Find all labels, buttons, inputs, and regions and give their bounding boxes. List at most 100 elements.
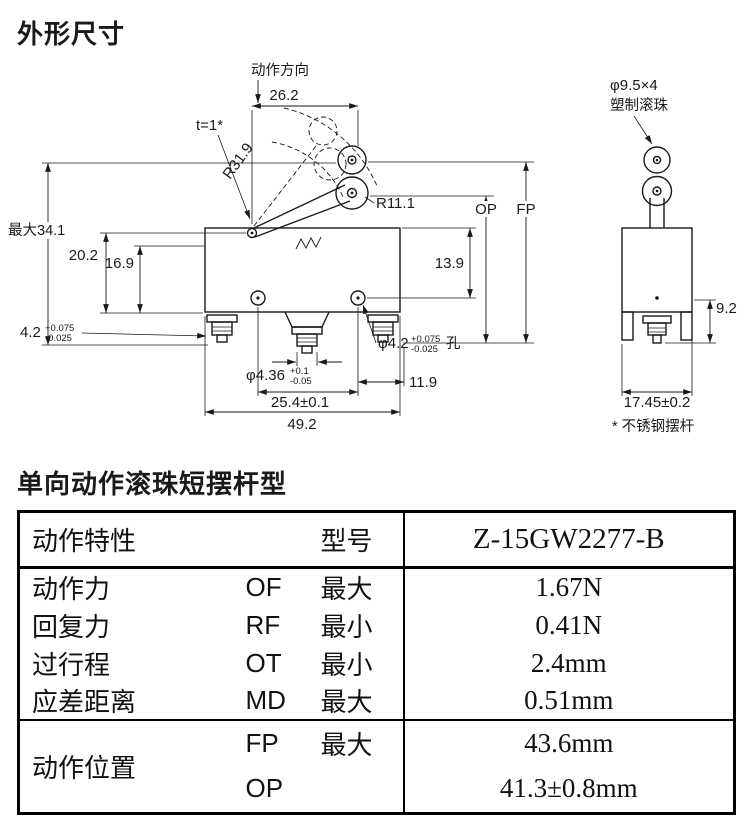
dimension-drawing: 动作方向 26.2 t=1* R31.9 R11.1 最大34.1	[6, 62, 737, 435]
side-hole-center	[655, 296, 659, 300]
cell-qualifier: 最小	[320, 611, 373, 642]
r11-1-leader	[364, 196, 375, 204]
header-characteristics: 动作特性	[18, 511, 309, 569]
footnote: * 不锈钢摆杆	[612, 418, 694, 435]
cell-qualifier: 最大	[320, 574, 373, 604]
side-roller	[643, 146, 671, 174]
dim-16-9-label: 16.9	[105, 255, 134, 272]
side-terminal	[642, 315, 672, 344]
section-title: 单向动作滚珠短摆杆型	[17, 469, 288, 499]
table-row-op: OP 41.3±0.8mm	[19, 765, 735, 813]
roller	[337, 145, 367, 175]
dim-plunger-tol-plus: +0.1	[290, 366, 309, 377]
cell-label-position: 动作位置	[18, 719, 234, 813]
mounting-hole-left	[250, 290, 266, 306]
front-view	[204, 107, 401, 354]
dim-max-34-1-label: 最大34.1	[8, 222, 65, 239]
cell-code: FP	[233, 719, 309, 765]
lever-pivot-pin	[246, 227, 258, 239]
cell-value: 1.67N	[402, 567, 735, 606]
t1-leader	[217, 134, 251, 220]
roller-note-leader	[633, 115, 653, 145]
side-body	[621, 227, 693, 313]
dim-11-9-label: 11.9	[409, 374, 437, 391]
cell-value: 43.6mm	[402, 719, 735, 765]
cell-label: 过行程	[32, 649, 111, 680]
side-leg-left	[621, 311, 634, 341]
dim-hole-tol-minus: -0.025	[411, 344, 438, 355]
hole-center-left	[256, 296, 260, 300]
direction-label: 动作方向	[251, 62, 309, 79]
lever-alt-position	[253, 145, 317, 227]
cell-label: 回复力	[32, 611, 111, 642]
dim-hole-suffix: 孔	[446, 335, 461, 352]
roller-material-label: 塑制滚珠	[610, 97, 668, 114]
dim-r31-9-label: R31.9	[219, 140, 256, 182]
slot-leader	[81, 332, 207, 339]
dim-hole-tol-plus: +0.075	[411, 334, 440, 345]
switch-body	[204, 227, 401, 313]
mounting-hole-right	[350, 290, 366, 306]
dim-17-45-label: 17.45±0.2	[624, 394, 691, 411]
pivot-center	[250, 231, 254, 235]
terminal-center	[291, 326, 323, 354]
header-model-value: Z-15GW2277-B	[402, 511, 735, 569]
dim-plunger-tol-minus: -0.05	[290, 376, 312, 387]
roller-alt-position	[308, 116, 338, 146]
dim-fp-label: FP	[516, 201, 535, 218]
plunger-tab	[284, 311, 330, 328]
dim-slot-tol-plus: +0.075	[45, 323, 74, 334]
roller-center	[350, 158, 354, 162]
hole-center-right	[356, 296, 360, 300]
dim-9-2-label: 9.2	[716, 300, 737, 317]
dim-op-label: OP	[475, 201, 497, 218]
side-view: φ9.5×4 塑制滚珠 9.2 17.45±0.2 * 不锈钢摆杆	[610, 77, 737, 435]
cell-value: 0.51mm	[402, 682, 735, 720]
dim-25-4-label: 25.4±0.1	[271, 394, 329, 411]
cell-label: 动作力	[32, 574, 111, 604]
cell-value: 0.41N	[402, 606, 735, 644]
dim-hole-label: φ4.2	[378, 335, 409, 352]
table-row-rf: 回复力 RF 最小 0.41N	[19, 606, 735, 644]
roller-pivot-alt-position	[313, 147, 347, 181]
spring	[295, 236, 322, 250]
cell-value: 2.4mm	[402, 644, 735, 682]
dim-plunger-label: φ4.36	[246, 367, 285, 384]
table-header-row: 动作特性 型号 Z-15GW2277-B	[18, 511, 735, 569]
cell-label: 应差距离	[32, 687, 137, 717]
cell-value: 41.3±0.8mm	[402, 765, 735, 813]
table-row-of: 动作力 OF 最大 1.67N	[19, 567, 735, 606]
dim-slot-label: 4.2	[20, 324, 41, 341]
side-roller-pivot	[641, 175, 673, 207]
hole-leader	[362, 304, 377, 344]
cell-code: RF	[245, 609, 281, 640]
roller-pivot-hub	[346, 187, 358, 199]
cell-qualifier: 最大	[308, 719, 404, 765]
spec-table: 动作特性 型号 Z-15GW2277-B 动作力 OF 最大 1.67N 回复力…	[17, 510, 737, 815]
lever-bottom-edge	[254, 200, 351, 238]
cell-code: OF	[245, 572, 282, 602]
cell-qualifier: 最大	[320, 687, 373, 717]
dim-t1-label: t=1*	[196, 117, 223, 134]
dim-49-2-label: 49.2	[287, 416, 316, 433]
roller-hub	[347, 155, 357, 165]
side-leg-right	[680, 311, 693, 341]
terminal-left	[206, 314, 238, 343]
dim-26-2-label: 26.2	[269, 87, 298, 104]
roller-pivot-center	[350, 191, 354, 195]
dim-slot-tol-minus: -0.025	[45, 333, 72, 344]
table-row-md: 应差距离 MD 最大 0.51mm	[19, 682, 735, 720]
front-dimensions: 动作方向 26.2 t=1* R31.9 R11.1 最大34.1	[6, 62, 541, 433]
cell-qualifier	[309, 765, 404, 813]
table-row-ot: 过行程 OT 最小 2.4mm	[19, 644, 735, 682]
motion-arc-inner	[271, 141, 345, 200]
roller-dia-label: φ9.5×4	[610, 77, 658, 94]
header-model-label: 型号	[308, 511, 404, 569]
dim-r11-1-label: R11.1	[376, 195, 415, 212]
page-title: 外形尺寸	[17, 19, 126, 49]
dim-20-2-label: 20.2	[69, 247, 98, 264]
cell-qualifier: 最小	[320, 649, 373, 680]
table-row-fp: 动作位置 FP 最大 43.6mm	[18, 719, 735, 813]
cell-code: MD	[245, 685, 286, 715]
